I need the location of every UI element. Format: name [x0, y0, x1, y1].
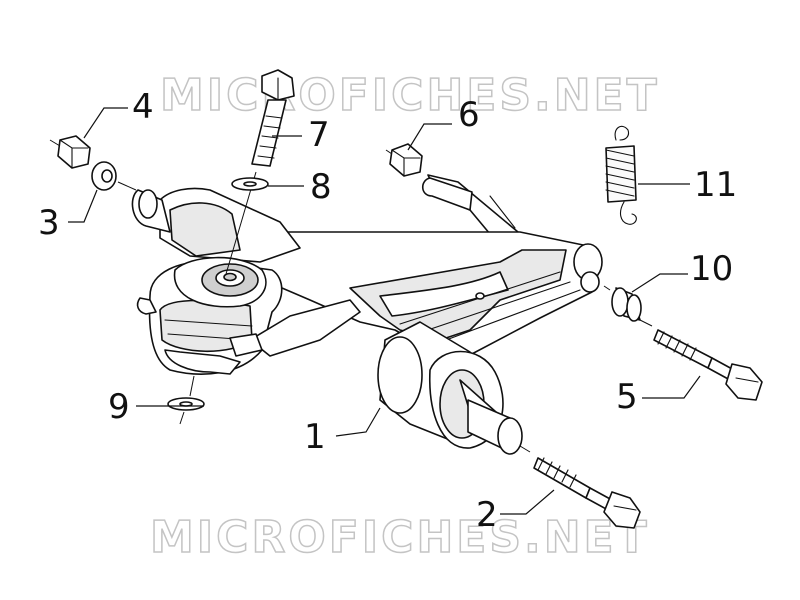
- callout-10: 10: [690, 249, 733, 289]
- nut-4: [49, 135, 91, 169]
- callout-6: 6: [458, 95, 480, 135]
- washer-8: [231, 177, 269, 191]
- spacer-10: [603, 285, 642, 322]
- callout-8: 8: [310, 167, 332, 207]
- callout-3: 3: [38, 203, 60, 243]
- callout-5: 5: [616, 377, 638, 417]
- nut-6: [385, 143, 423, 177]
- bolt-5: [639, 319, 763, 401]
- callout-11: 11: [694, 165, 737, 205]
- callout-1: 1: [304, 417, 326, 457]
- swing-arm: [131, 174, 603, 455]
- watermark-top: MICROFICHES.NET: [160, 70, 660, 121]
- watermark-bottom: MICROFICHES.NET: [150, 512, 650, 563]
- washer-9: [167, 375, 205, 425]
- callout-4: 4: [132, 87, 154, 127]
- bolt-2: [519, 445, 641, 529]
- spring-11: [605, 125, 637, 225]
- callout-2: 2: [476, 495, 498, 535]
- washer-3: [91, 161, 137, 191]
- callout-9: 9: [108, 387, 130, 427]
- callout-7: 7: [308, 115, 330, 155]
